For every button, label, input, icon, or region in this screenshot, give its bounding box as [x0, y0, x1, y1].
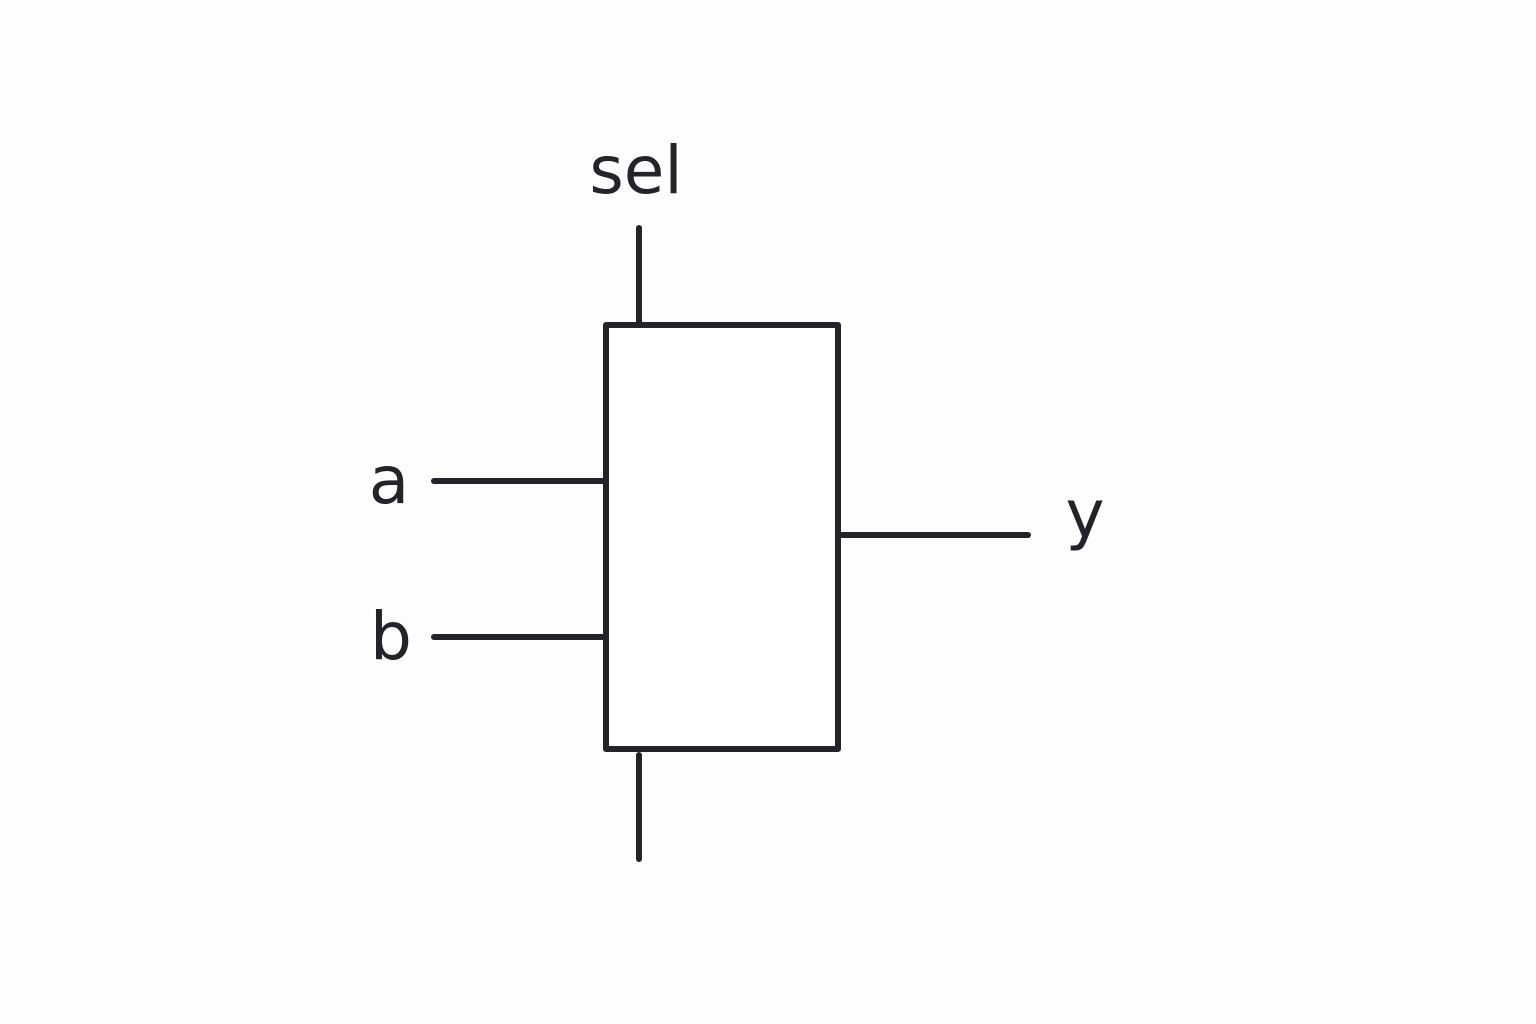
output-y-label: y: [1065, 476, 1104, 553]
input-b-label: b: [370, 598, 412, 675]
sel-label: sel: [589, 132, 682, 209]
input-a-label: a: [369, 442, 409, 519]
mux-body: [603, 322, 841, 752]
